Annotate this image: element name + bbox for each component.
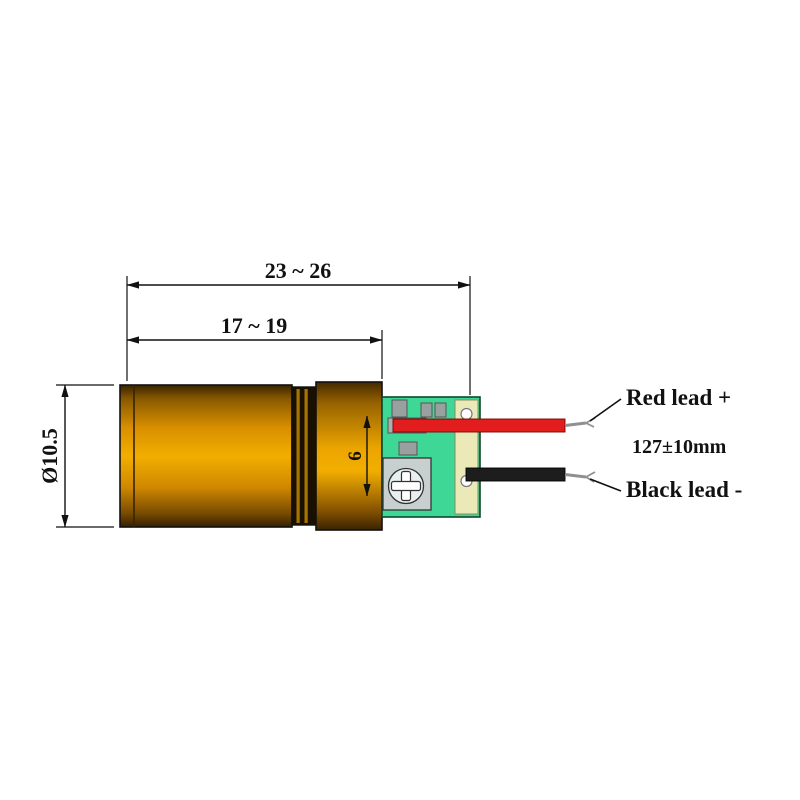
- inner-diameter-dimension: 6: [345, 415, 371, 497]
- black-wire-bare-tip: [564, 473, 587, 479]
- black-lead-leader-line: [589, 478, 622, 492]
- smd-component: [391, 399, 408, 418]
- diameter-dim-text: Ø10.5: [37, 428, 62, 484]
- driver-pcb: [381, 396, 481, 518]
- inner-dim-text: 6: [345, 451, 366, 461]
- lead-length-label: 127±10mm: [632, 436, 727, 458]
- potentiometer: [382, 457, 432, 511]
- body-length-dimension: 17 ~ 19: [126, 313, 383, 379]
- solder-pad-hole-top: [460, 407, 473, 421]
- red-wire-bare-tip: [564, 421, 587, 427]
- smd-component: [434, 402, 447, 418]
- smd-component: [398, 441, 418, 456]
- focus-ring-grooves: [291, 386, 317, 526]
- front-brass-cylinder: [119, 384, 293, 528]
- red-lead-label: Red lead +: [626, 385, 731, 410]
- diameter-dimension: Ø10.5: [37, 384, 114, 528]
- body-dim-text: 17 ~ 19: [221, 313, 287, 338]
- red-wire: [392, 417, 596, 433]
- overall-dim-text: 23 ~ 26: [265, 258, 331, 283]
- smd-component: [420, 402, 433, 418]
- black-wire: [465, 467, 596, 483]
- lead-annotations: Red lead + 127±10mm Black lead -: [589, 385, 742, 502]
- laser-housing: [119, 381, 383, 531]
- black-lead-label: Black lead -: [626, 477, 742, 502]
- red-lead-leader-line: [589, 398, 622, 422]
- overall-length-dimension: 23 ~ 26: [126, 258, 471, 395]
